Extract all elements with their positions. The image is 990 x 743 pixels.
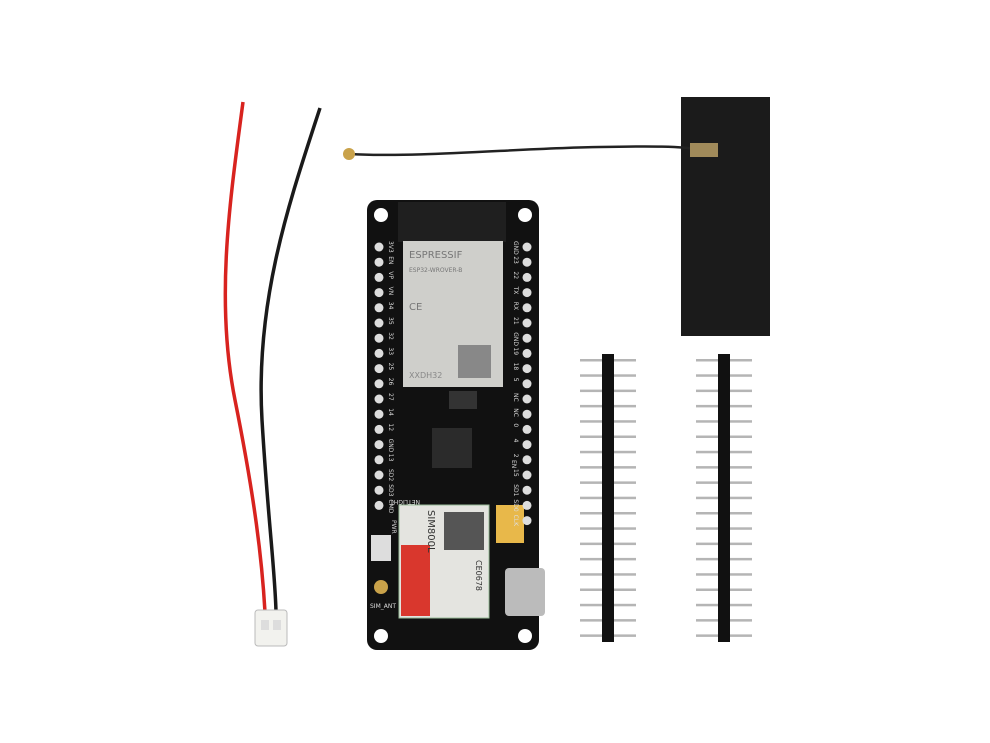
right-pin-label: GND (512, 241, 519, 255)
jst-connector (254, 609, 288, 647)
pin-pad (374, 440, 384, 450)
esp-model: ESP32-WROVER-B (409, 267, 462, 274)
pin-pad (374, 379, 384, 389)
black-wire (259, 107, 322, 613)
left-pin-label: CMD (387, 499, 394, 513)
pin-pad (522, 485, 532, 495)
right-pin-label: CLK (512, 515, 519, 528)
left-pin-label: EN (387, 256, 394, 264)
left-pin-label: SD3 (387, 484, 394, 496)
pin-pad (374, 500, 384, 510)
left-pin-label: 14 (387, 408, 394, 416)
pin-pad (522, 409, 532, 419)
pin-pad (374, 394, 384, 404)
pin-pad (522, 440, 532, 450)
pin-pad (522, 394, 532, 404)
pin-pad (374, 424, 384, 434)
pin-header-strip (580, 354, 636, 642)
battery-cable (223, 101, 322, 647)
pin-pad (522, 303, 532, 313)
netlight-label: NETLIGHT (390, 498, 420, 505)
pin-pad (522, 379, 532, 389)
en-label: EN (510, 460, 517, 468)
left-pin-label: 3V3 (387, 241, 394, 253)
right-pin-label: 5 (512, 378, 519, 382)
pin-headers (580, 354, 752, 642)
right-pin-label: NC (512, 408, 519, 417)
left-pin-label: 13 (387, 454, 394, 462)
left-pin-label: 26 (387, 378, 394, 386)
pin-pad (522, 424, 532, 434)
pin-pad (522, 318, 532, 328)
pin-header-strip (696, 354, 752, 642)
left-pin-label: 25 (387, 363, 394, 371)
left-pin-label: 27 (387, 393, 394, 401)
sim-antenna-connector (374, 580, 388, 594)
pin-pad (374, 272, 384, 282)
pin-pad (374, 333, 384, 343)
left-pin-label: 35 (387, 317, 394, 325)
pin-pad (374, 470, 384, 480)
pin-pad (522, 364, 532, 374)
right-pin-label: NC (512, 393, 519, 402)
left-pin-label: SD2 (387, 469, 394, 481)
left-pin-label: VP (387, 271, 394, 279)
flex-antenna (343, 97, 770, 336)
right-pin-label: 21 (512, 317, 519, 325)
left-pin-label: 34 (387, 302, 394, 310)
pwr-label: PWR (390, 520, 397, 534)
pin-pad (374, 455, 384, 465)
usb-c-port (505, 568, 545, 616)
left-pin-label: 12 (387, 423, 394, 431)
pin-pad (522, 470, 532, 480)
ufl-connector (343, 148, 355, 160)
right-pin-label: 0 (512, 423, 519, 427)
red-wire (223, 101, 267, 613)
right-pin-label: RX (512, 302, 519, 310)
pin-pad (522, 516, 532, 526)
right-pin-label: 15 (512, 469, 519, 477)
right-pin-label: 18 (512, 363, 519, 371)
tantalum-capacitor (496, 505, 524, 543)
pin-pad (522, 455, 532, 465)
pin-pad (374, 364, 384, 374)
right-pin-label: 22 (512, 271, 519, 279)
sim-cert: CE0678 (474, 560, 483, 591)
pin-pad (374, 288, 384, 298)
right-pin-label: 2 (512, 454, 519, 458)
pin-pad (374, 485, 384, 495)
pin-pad (374, 318, 384, 328)
pin-pad (522, 288, 532, 298)
svg-text:CE: CE (409, 302, 422, 313)
pin-pad (374, 242, 384, 252)
pin-pad (522, 348, 532, 358)
sim-model: SIM800L (425, 510, 436, 553)
pin-pad (374, 303, 384, 313)
left-pin-label: 33 (387, 347, 394, 355)
pin-pad (374, 257, 384, 267)
right-pin-label: 4 (512, 439, 519, 443)
pin-pad (522, 242, 532, 252)
left-pin-label: VN (387, 287, 394, 296)
pin-pad (522, 272, 532, 282)
pin-pad (522, 257, 532, 267)
right-pin-label: TX (512, 286, 519, 295)
esp-brand: ESPRESSIF (409, 250, 463, 261)
pin-pad (522, 333, 532, 343)
pin-pad (522, 500, 532, 510)
pin-pad (374, 348, 384, 358)
left-pin-label: GND (387, 439, 394, 453)
pin-pad (374, 409, 384, 419)
sim-ant-label: SIM_ANT (370, 603, 396, 610)
right-pin-label: 23 (512, 256, 519, 264)
right-pin-label: GND (512, 332, 519, 346)
power-button (371, 535, 391, 561)
ttgo-tcall-board: ESPRESSIF ESP32-WROVER-B CE XXDH32 SIM80… (367, 200, 545, 650)
right-pin-label: SD0 (512, 499, 519, 511)
esp-chip: XXDH32 (409, 371, 442, 380)
right-pin-label: SD1 (512, 484, 519, 496)
right-pin-label: 19 (512, 347, 519, 355)
left-pin-label: 32 (387, 332, 394, 340)
